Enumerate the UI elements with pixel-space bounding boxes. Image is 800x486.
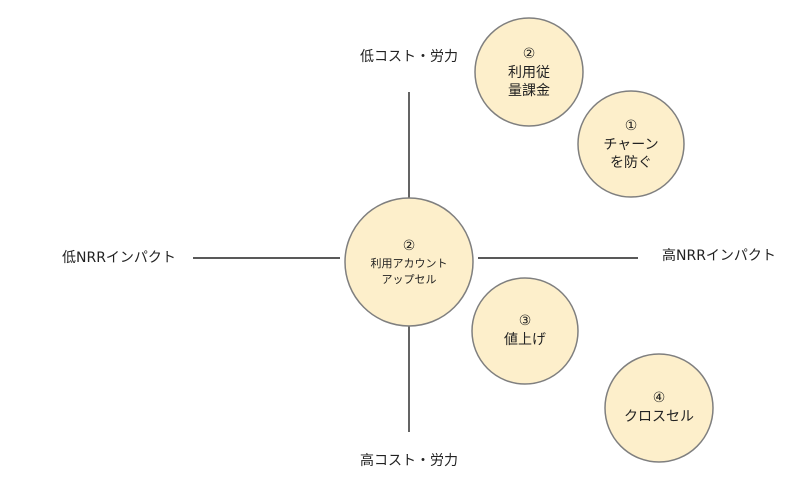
bubble-top-right-line1: チャーン (603, 136, 659, 153)
bubble-top-number: ② (522, 45, 536, 62)
bubble-top-right (577, 90, 685, 198)
bubble-top-right-number: ① (624, 117, 638, 134)
bubble-top-right-text: ① チャーン を防ぐ (581, 109, 681, 181)
bubble-bottom-right-text: ④ クロスセル (609, 382, 709, 434)
bubble-top-line2: 量課金 (508, 83, 550, 100)
bubble-middle-right-line1: 値上げ (504, 332, 546, 348)
bubble-center (344, 197, 474, 327)
bubble-center-line2: アップセル (381, 272, 437, 286)
bubble-center-text: ② 利用アカウント アップセル (349, 222, 469, 302)
axis-label-right: 高NRRインパクト (662, 248, 776, 264)
bubble-bottom-right (604, 353, 714, 463)
axis-label-left: 低NRRインパクト (62, 250, 176, 266)
bubble-middle-right (471, 277, 579, 385)
bubble-middle-right-number: ③ (518, 313, 532, 330)
bubble-top-line1: 利用従 (508, 64, 550, 81)
axis-label-bottom: 高コスト・労力 (360, 453, 458, 469)
bubble-bottom-right-line1: クロスセル (624, 409, 694, 425)
bubble-center-line1: 利用アカウント (370, 257, 448, 271)
bubble-middle-right-text: ③ 値上げ (475, 305, 575, 357)
bubble-top (474, 17, 584, 127)
bubble-center-number: ② (402, 237, 416, 254)
axis-label-top: 低コスト・労力 (360, 49, 458, 65)
bubble-top-right-line2: を防ぐ (610, 155, 652, 172)
bubble-bottom-right-number: ④ (652, 390, 666, 407)
bubble-top-text: ② 利用従 量課金 (479, 37, 579, 109)
